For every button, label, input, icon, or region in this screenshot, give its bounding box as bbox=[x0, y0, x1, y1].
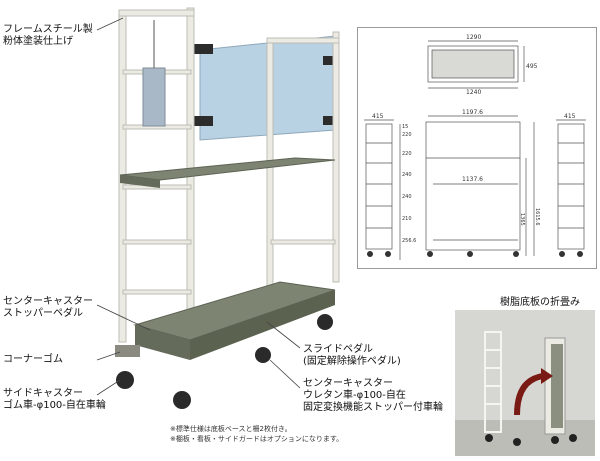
dim-side-right-width: 415 bbox=[564, 113, 576, 120]
fold-photo bbox=[455, 310, 595, 456]
hanging-sign bbox=[142, 67, 166, 127]
label-slide-pedal: スライドペダル (固定解除操作ペダル) bbox=[303, 344, 401, 367]
svg-text:15: 15 bbox=[402, 124, 408, 130]
dim-front-width-1: 1197.6 bbox=[462, 109, 483, 116]
label-center-caster-pedal: センターキャスター ストッパーペダル bbox=[3, 296, 93, 319]
svg-text:220: 220 bbox=[402, 132, 412, 138]
wheels bbox=[116, 314, 333, 409]
label-side-caster: サイドキャスター ゴム車-φ100-自在車輪 bbox=[3, 388, 106, 411]
panel-clamp bbox=[191, 44, 213, 54]
svg-text:256.6: 256.6 bbox=[402, 238, 416, 244]
label-corner-rubber: コーナーゴム bbox=[3, 354, 63, 365]
corner-rubber bbox=[115, 345, 140, 357]
svg-text:220: 220 bbox=[402, 151, 412, 157]
dimension-drawing: 1290 1240 495 415 15 220 220 240 240 210… bbox=[357, 27, 597, 269]
dim-height-1: 1365 bbox=[519, 213, 525, 226]
svg-text:240: 240 bbox=[402, 194, 412, 200]
dim-side-left-width: 415 bbox=[372, 113, 384, 120]
label-center-caster: センターキャスター ウレタン車-φ100-自在 固定変換機能ストッパー付車輪 bbox=[303, 378, 443, 413]
svg-text:210: 210 bbox=[402, 216, 412, 222]
panel-clamp bbox=[323, 116, 337, 125]
dim-height-2: 1615.6 bbox=[534, 208, 540, 226]
dim-top-depth: 495 bbox=[526, 63, 538, 70]
panel-clamp bbox=[191, 116, 213, 126]
fold-photo-svg bbox=[455, 310, 595, 456]
dim-top-width: 1290 bbox=[466, 34, 481, 41]
dimension-svg: 1290 1240 495 415 15 220 220 240 240 210… bbox=[364, 34, 586, 260]
svg-text:240: 240 bbox=[402, 172, 412, 178]
middle-shelf bbox=[119, 157, 336, 181]
cart-illustration bbox=[96, 7, 340, 409]
spec-notes: ※標準仕様は底板ベースと柵2枚付き。 ※棚板・看板・サイドガードはオプションにな… bbox=[170, 425, 344, 443]
dim-front-width-2: 1137.6 bbox=[462, 176, 483, 183]
label-frame: フレームスチール製 粉体塗装仕上げ bbox=[3, 24, 93, 47]
dim-top-inner: 1240 bbox=[466, 89, 481, 96]
panel-clamp bbox=[323, 56, 337, 65]
fold-title: 樹脂底板の折畳み bbox=[500, 297, 580, 308]
fold-arrow-icon bbox=[514, 373, 544, 416]
